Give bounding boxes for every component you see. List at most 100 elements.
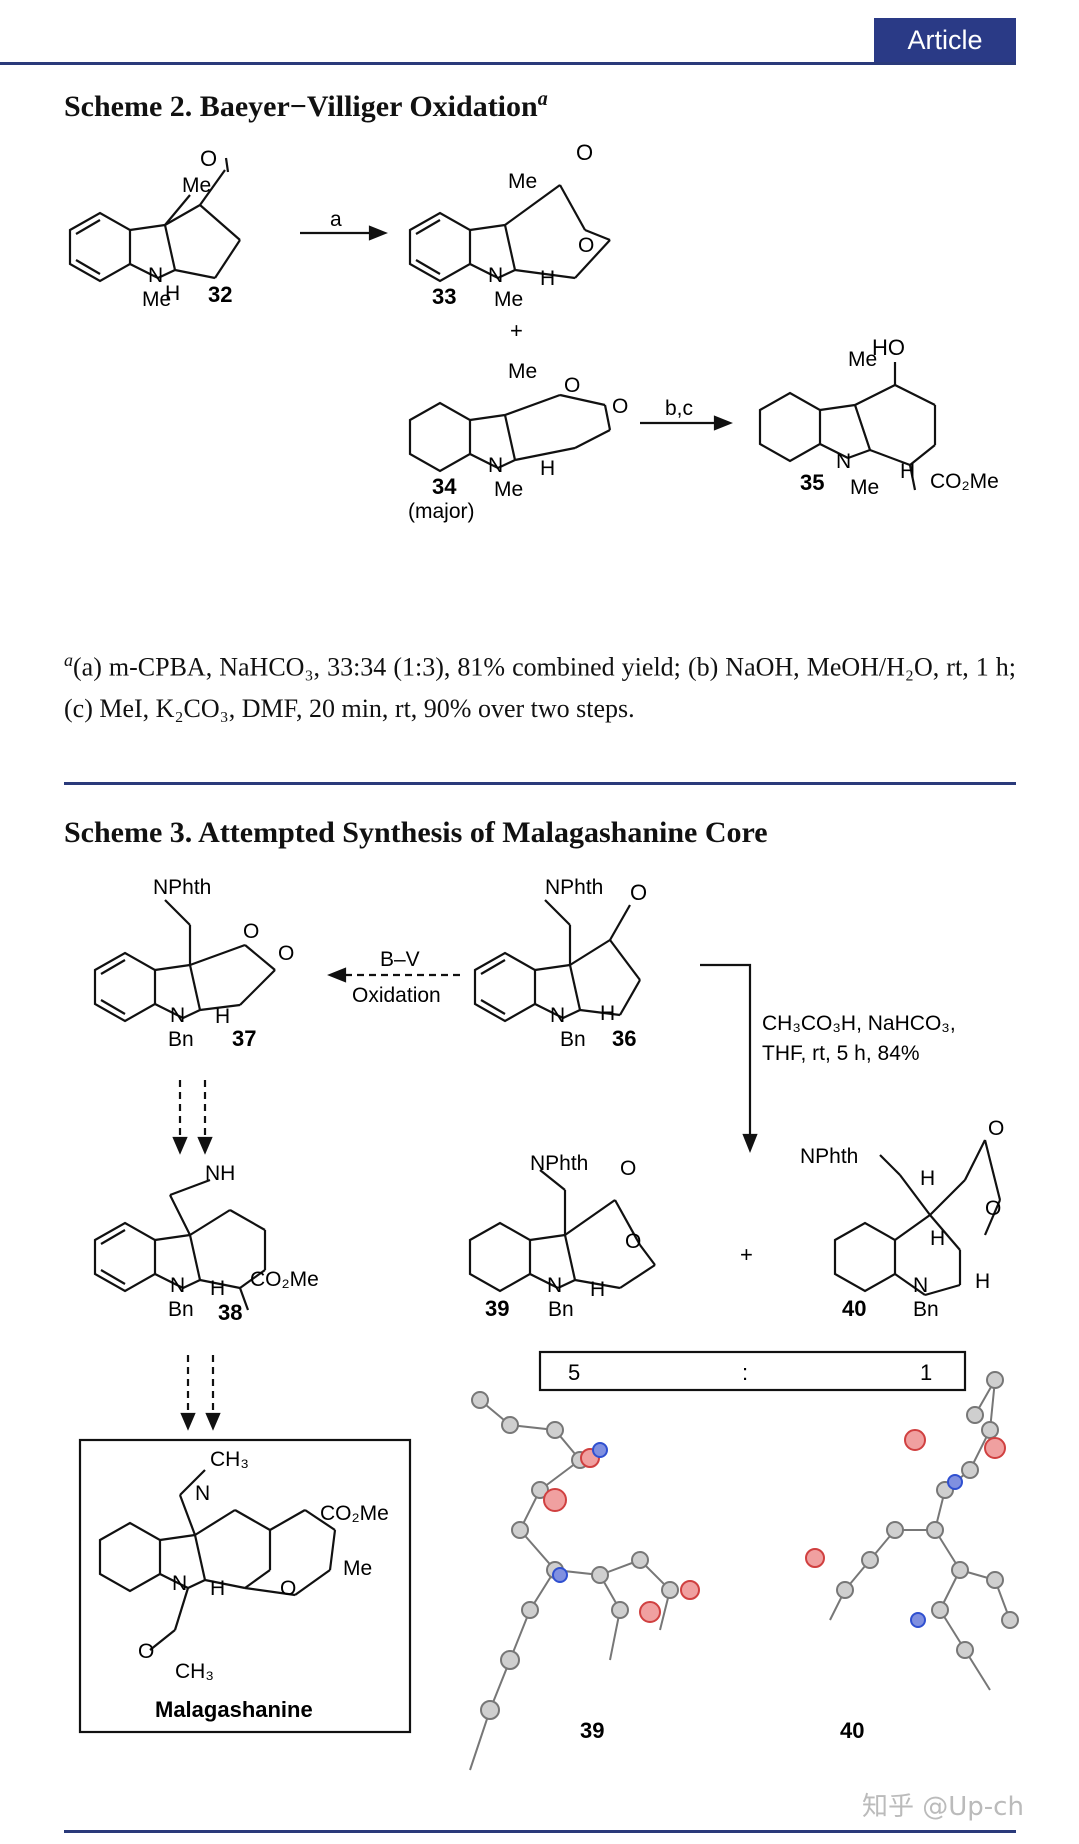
xray-label-39: 39 <box>580 1718 604 1743</box>
atom-h: H <box>930 1227 945 1250</box>
structure-32 <box>68 157 241 283</box>
atom-h: H <box>210 1277 225 1300</box>
scheme2-title-text: Scheme 2. Baeyer−Villiger Oxidation <box>64 90 538 123</box>
atom-ch3: CH₃ <box>210 1448 249 1471</box>
structure-35 <box>758 362 937 491</box>
atom-o: O <box>138 1640 154 1663</box>
atom-o: O <box>564 374 580 397</box>
atom-me: Me <box>508 360 537 383</box>
atom-h: H <box>975 1270 990 1293</box>
atom-me: Me <box>850 476 879 499</box>
structure-34 <box>408 393 612 473</box>
structure-36 <box>473 899 641 1023</box>
plus-sign: + <box>510 318 523 343</box>
xray-structure-39 <box>469 1391 700 1771</box>
atom-me: Me <box>142 288 171 311</box>
scheme2-diagram: Me O N H Me 32 a Me O O N H Me 33 + Me O… <box>68 140 999 523</box>
compound-label-34: 34 <box>432 474 457 499</box>
atom-n: N <box>550 1004 565 1027</box>
atom-o: O <box>243 920 259 943</box>
ratio-separator: : <box>742 1360 748 1385</box>
footnote-text: (a) m-CPBA, NaHCO₃, 33:34 (1:3), 81% com… <box>64 652 1016 723</box>
bv-label-line2: Oxidation <box>352 984 441 1007</box>
atom-o: O <box>620 1157 636 1180</box>
atom-co2me: CO₂Me <box>250 1268 319 1291</box>
atom-h: H <box>210 1577 225 1600</box>
header-rule <box>0 62 1016 65</box>
atom-n: N <box>488 264 503 287</box>
scheme2-title: Scheme 2. Baeyer−Villiger Oxidationa <box>64 88 548 124</box>
atom-h: H <box>540 457 555 480</box>
atom-h: H <box>600 1002 615 1025</box>
structure-38 <box>93 1178 267 1311</box>
malagashanine-box <box>78 1438 412 1734</box>
atom-bn: Bn <box>913 1298 939 1321</box>
footnote-sup: a <box>64 650 73 670</box>
atom-me: Me <box>494 288 523 311</box>
atom-me: Me <box>508 170 537 193</box>
atom-nh: NH <box>205 1162 235 1185</box>
atom-co2me: CO₂Me <box>930 470 999 493</box>
compound-label-malagashanine: Malagashanine <box>155 1697 313 1722</box>
atom-n: N <box>488 454 503 477</box>
atom-nphth: NPhth <box>800 1145 858 1168</box>
atom-o: O <box>612 395 628 418</box>
compound-label-33: 33 <box>432 284 456 309</box>
structure-40 <box>833 1139 1002 1297</box>
atom-n: N <box>195 1482 210 1505</box>
atom-o: O <box>630 880 647 905</box>
plus-sign: + <box>740 1242 753 1267</box>
atom-bn: Bn <box>548 1298 574 1321</box>
atom-ch3: CH₃ <box>175 1660 214 1683</box>
atom-n: N <box>836 450 851 473</box>
atom-o: O <box>280 1577 296 1600</box>
scheme3-diagram: NPhth O O N H Bn 37 B–V Oxidation NPhth … <box>78 876 1019 1771</box>
compound-label-40: 40 <box>842 1296 866 1321</box>
structure-malagashanine <box>98 1469 337 1651</box>
cond-label-line2: THF, rt, 5 h, 84% <box>762 1042 920 1065</box>
atom-o: O <box>988 1117 1004 1140</box>
atom-ho: HO <box>872 335 905 360</box>
atom-h: H <box>540 267 555 290</box>
atom-o: O <box>985 1197 1001 1220</box>
arrow-label-bc: b,c <box>665 397 693 420</box>
atom-nphth: NPhth <box>545 876 603 899</box>
atom-h: H <box>920 1167 935 1190</box>
atom-o: O <box>200 146 217 171</box>
atom-o: O <box>578 234 594 257</box>
watermark: 知乎 @Up-ch <box>862 1792 1024 1822</box>
compound-label-35: 35 <box>800 470 824 495</box>
atom-n: N <box>170 1274 185 1297</box>
atom-nphth: NPhth <box>153 876 211 899</box>
atom-n: N <box>170 1004 185 1027</box>
arrow-label-a: a <box>330 208 342 231</box>
atom-me: Me <box>343 1557 372 1580</box>
atom-o: O <box>625 1230 641 1253</box>
atom-bn: Bn <box>168 1028 194 1051</box>
xray-label-40: 40 <box>840 1718 864 1743</box>
atom-bn: Bn <box>560 1028 586 1051</box>
compound-label-39: 39 <box>485 1296 509 1321</box>
atom-h: H <box>215 1005 230 1028</box>
atom-n: N <box>148 264 163 287</box>
ratio-box <box>538 1350 967 1392</box>
scheme-divider <box>64 782 1016 785</box>
atom-me: Me <box>182 174 211 197</box>
atom-bn: Bn <box>168 1298 194 1321</box>
bv-label-line1: B–V <box>380 948 420 971</box>
compound-label-38: 38 <box>218 1300 242 1325</box>
atom-nphth: NPhth <box>530 1152 588 1175</box>
article-badge: Article <box>874 18 1016 62</box>
atom-h: H <box>165 282 180 305</box>
compound-label-32: 32 <box>208 282 232 307</box>
bottom-rule <box>64 1830 1016 1833</box>
scheme2-title-sup: a <box>537 88 548 110</box>
atom-h: H <box>590 1278 605 1301</box>
atom-o: O <box>576 140 593 165</box>
structure-39 <box>468 1169 656 1293</box>
structure-37 <box>93 899 276 1023</box>
atom-me: Me <box>494 478 523 501</box>
atom-co2me: CO₂Me <box>320 1502 389 1525</box>
scheme3-title: Scheme 3. Attempted Synthesis of Malagas… <box>64 816 768 849</box>
scheme2-footnote: a(a) m-CPBA, NaHCO₃, 33:34 (1:3), 81% co… <box>64 640 1016 729</box>
